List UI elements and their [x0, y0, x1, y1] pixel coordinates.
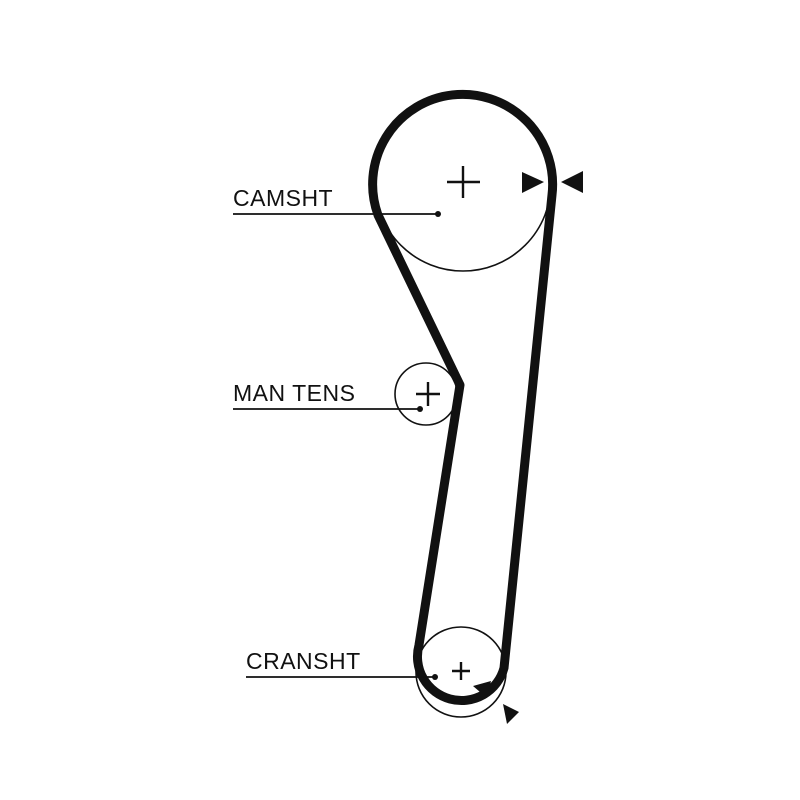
tensioner-center-cross [416, 382, 440, 406]
timing-belt [368, 89, 558, 706]
crankshaft-leader-dot [432, 674, 438, 680]
crankshaft-timing-mark-inner [473, 681, 491, 698]
tensioner-leader-dot [417, 406, 423, 412]
camshaft-center-cross [447, 166, 480, 198]
tensioner-label: MAN TENS [233, 380, 355, 406]
crankshaft-label: CRANSHT [246, 648, 361, 674]
camshaft-label: CAMSHT [233, 185, 333, 211]
camshaft-leader-dot [435, 211, 441, 217]
camshaft-timing-mark-left [522, 172, 544, 193]
camshaft-timing-mark-right [561, 171, 583, 193]
crankshaft-center-cross [452, 662, 470, 680]
crankshaft-timing-mark-outer [503, 704, 519, 724]
